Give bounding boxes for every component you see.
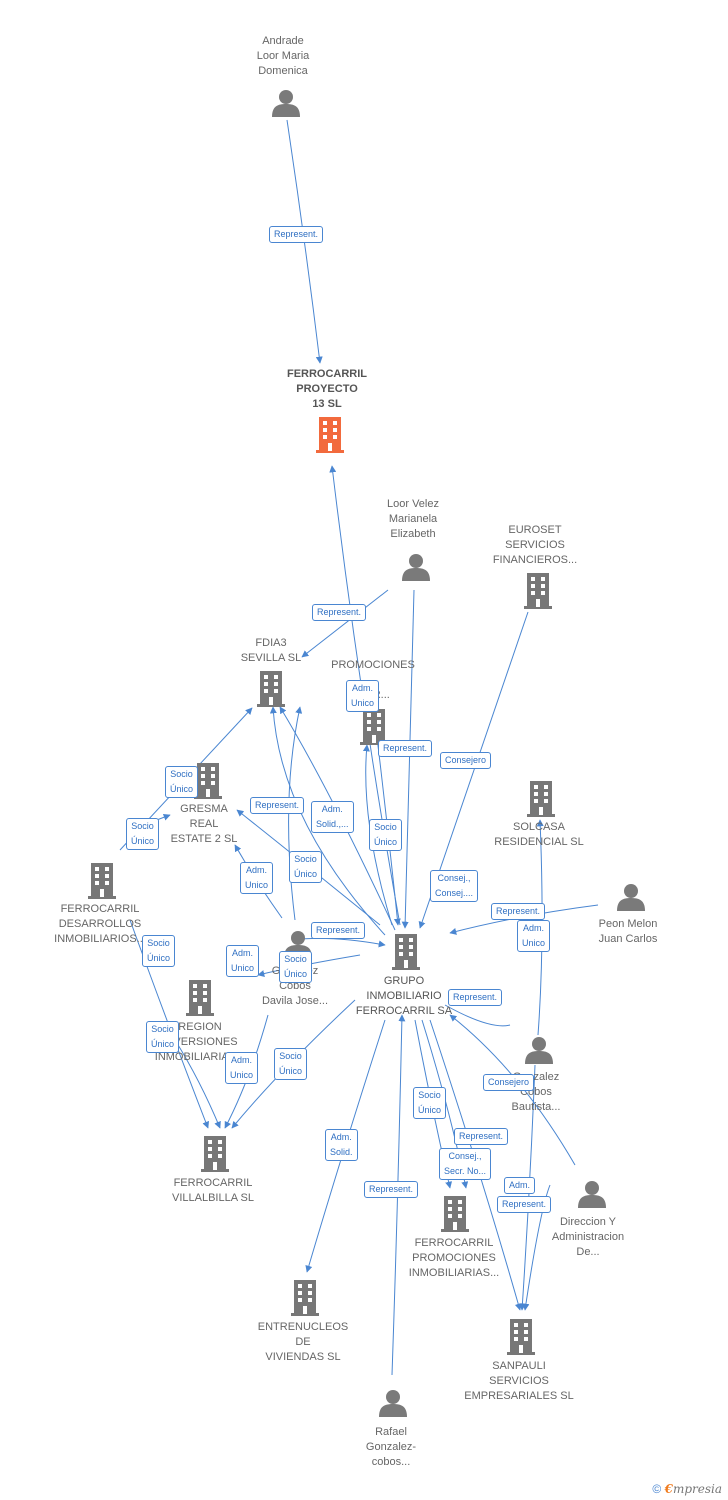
edge-label-consej-consej: Consej., Consej.... [430,870,479,902]
node-loor-velez[interactable]: Loor Velez Marianela Elizabeth [387,498,439,540]
node-euroset[interactable]: EUROSET SERVICIOS FINANCIEROS... [492,524,578,566]
building-icon [527,781,555,817]
edge-label-adm-solid: Adm. Solid. [325,1129,358,1161]
edge-label-socio-unico: Socio Único [142,935,176,967]
person-icon [402,554,430,581]
building-icon [88,863,116,899]
node-grupo[interactable]: GRUPO INMOBILIARIO FERROCARRIL SA [355,975,453,1017]
building-icon [524,573,552,609]
edge-label-socio-unico: Socio Único [165,766,199,798]
edge-label-adm-unico: Adm. Unico [225,1052,259,1084]
edge-label-represent: Represent. [250,797,305,814]
building-icon [291,1280,319,1316]
edge-label-consejero: Consejero [483,1074,535,1091]
edge-label-represent: Represent. [364,1181,419,1198]
edge-label-represent: Represent. [311,922,366,939]
person-icon [578,1181,606,1208]
edge-grupo-fdia3-b [269,706,386,936]
node-gresma[interactable]: GRESMA REAL ESTATE 2 SL [170,803,238,845]
node-direccion[interactable]: Direccion Y Administracion De... [551,1216,625,1258]
node-andrade[interactable]: Andrade Loor Maria Domenica [256,35,310,77]
footer-brand[interactable]: © €mpresia [652,1482,722,1496]
building-icon [441,1196,469,1232]
edge-label-represent: Represent. [448,989,503,1006]
person-icon [617,884,645,911]
building-icon [186,980,214,1016]
node-ferrocarril-promociones[interactable]: FERROCARRIL PROMOCIONES INMOBILIARIAS... [408,1237,500,1279]
edge-gonz-grupo [291,937,386,948]
edge-label-adm-unico: Adm. Unico [517,920,551,952]
copyright-symbol: © [652,1482,662,1496]
edge-direccion-sanpauli [522,1184,551,1311]
edge-label-represent: Represent. [378,740,433,757]
building-icon [201,1136,229,1172]
edge-label-represent: Represent. [497,1196,552,1213]
edge-label-adm-trunc: Adm. [504,1177,536,1194]
edge-label-consej-secr: Consej., Secr. No... [439,1148,492,1180]
edge-label-represent: Represent. [269,226,324,243]
node-fdia3[interactable]: FDIA3 SEVILLA SL [240,637,302,664]
node-ferrocarril-desarrollos[interactable]: FERROCARRIL DESARROLLOS INMOBILIARIOS... [54,903,146,945]
edge-label-socio-unico: Socio Único [274,1048,308,1080]
edge-label-socio-unico: Socio Único [279,951,313,983]
node-region[interactable]: REGION INVERSIONES INMOBILIARIAS... [154,1021,246,1063]
edge-label-represent: Represent. [491,903,546,920]
edge-label-socio-unico: Socio Único [289,851,323,883]
edge-label-adm-solid-trunc: Adm. Solid.,... [311,801,354,833]
node-solcasa[interactable]: SOLCASA RESIDENCIAL SL [494,821,584,848]
node-sanpauli[interactable]: SANPAULI SERVICIOS EMPRESARIALES SL [464,1360,574,1402]
node-entrenucleos[interactable]: ENTRENUCLEOS DE VIVIENDAS SL [257,1321,349,1363]
node-ferrocarril-proyecto[interactable]: FERROCARRIL PROYECTO 13 SL [286,368,368,410]
edge-label-socio-unico: Socio Único [413,1087,447,1119]
brand-name: €mpresia [664,1482,722,1496]
edge-label-represent: Represent. [312,604,367,621]
node-rafael[interactable]: Rafael Gonzalez- cobos... [365,1426,417,1468]
edge-label-socio-unico: Socio Único [369,819,403,851]
edge-label-consejero: Consejero [440,752,492,769]
edge-label-socio-unico: Socio Único [126,818,160,850]
edge-loor-fdia3 [301,589,389,658]
building-icon [194,763,222,799]
building-icon [257,671,285,707]
edge-grupo-bautista [444,1004,511,1027]
person-icon [272,90,300,117]
person-icon [379,1390,407,1417]
edge-label-represent: Represent. [454,1128,509,1145]
edge-label-socio-unico: Socio Único [146,1021,180,1053]
edge-label-adm-unico: Adm. Unico [346,680,380,712]
building-icon [392,934,420,970]
person-icon [525,1037,553,1064]
building-icon [316,417,344,453]
edge-label-adm-unico: Adm. Unico [240,862,274,894]
building-icon [507,1319,535,1355]
node-ferrocarril-villalbilla[interactable]: FERROCARRIL VILLALBILLA SL [172,1177,254,1204]
edge-label-adm-unico: Adm. Unico [226,945,260,977]
node-peon-melon[interactable]: Peon Melon Juan Carlos [598,918,658,945]
edge-region-villal [174,1039,221,1129]
edge-loor-grupo [401,589,415,929]
